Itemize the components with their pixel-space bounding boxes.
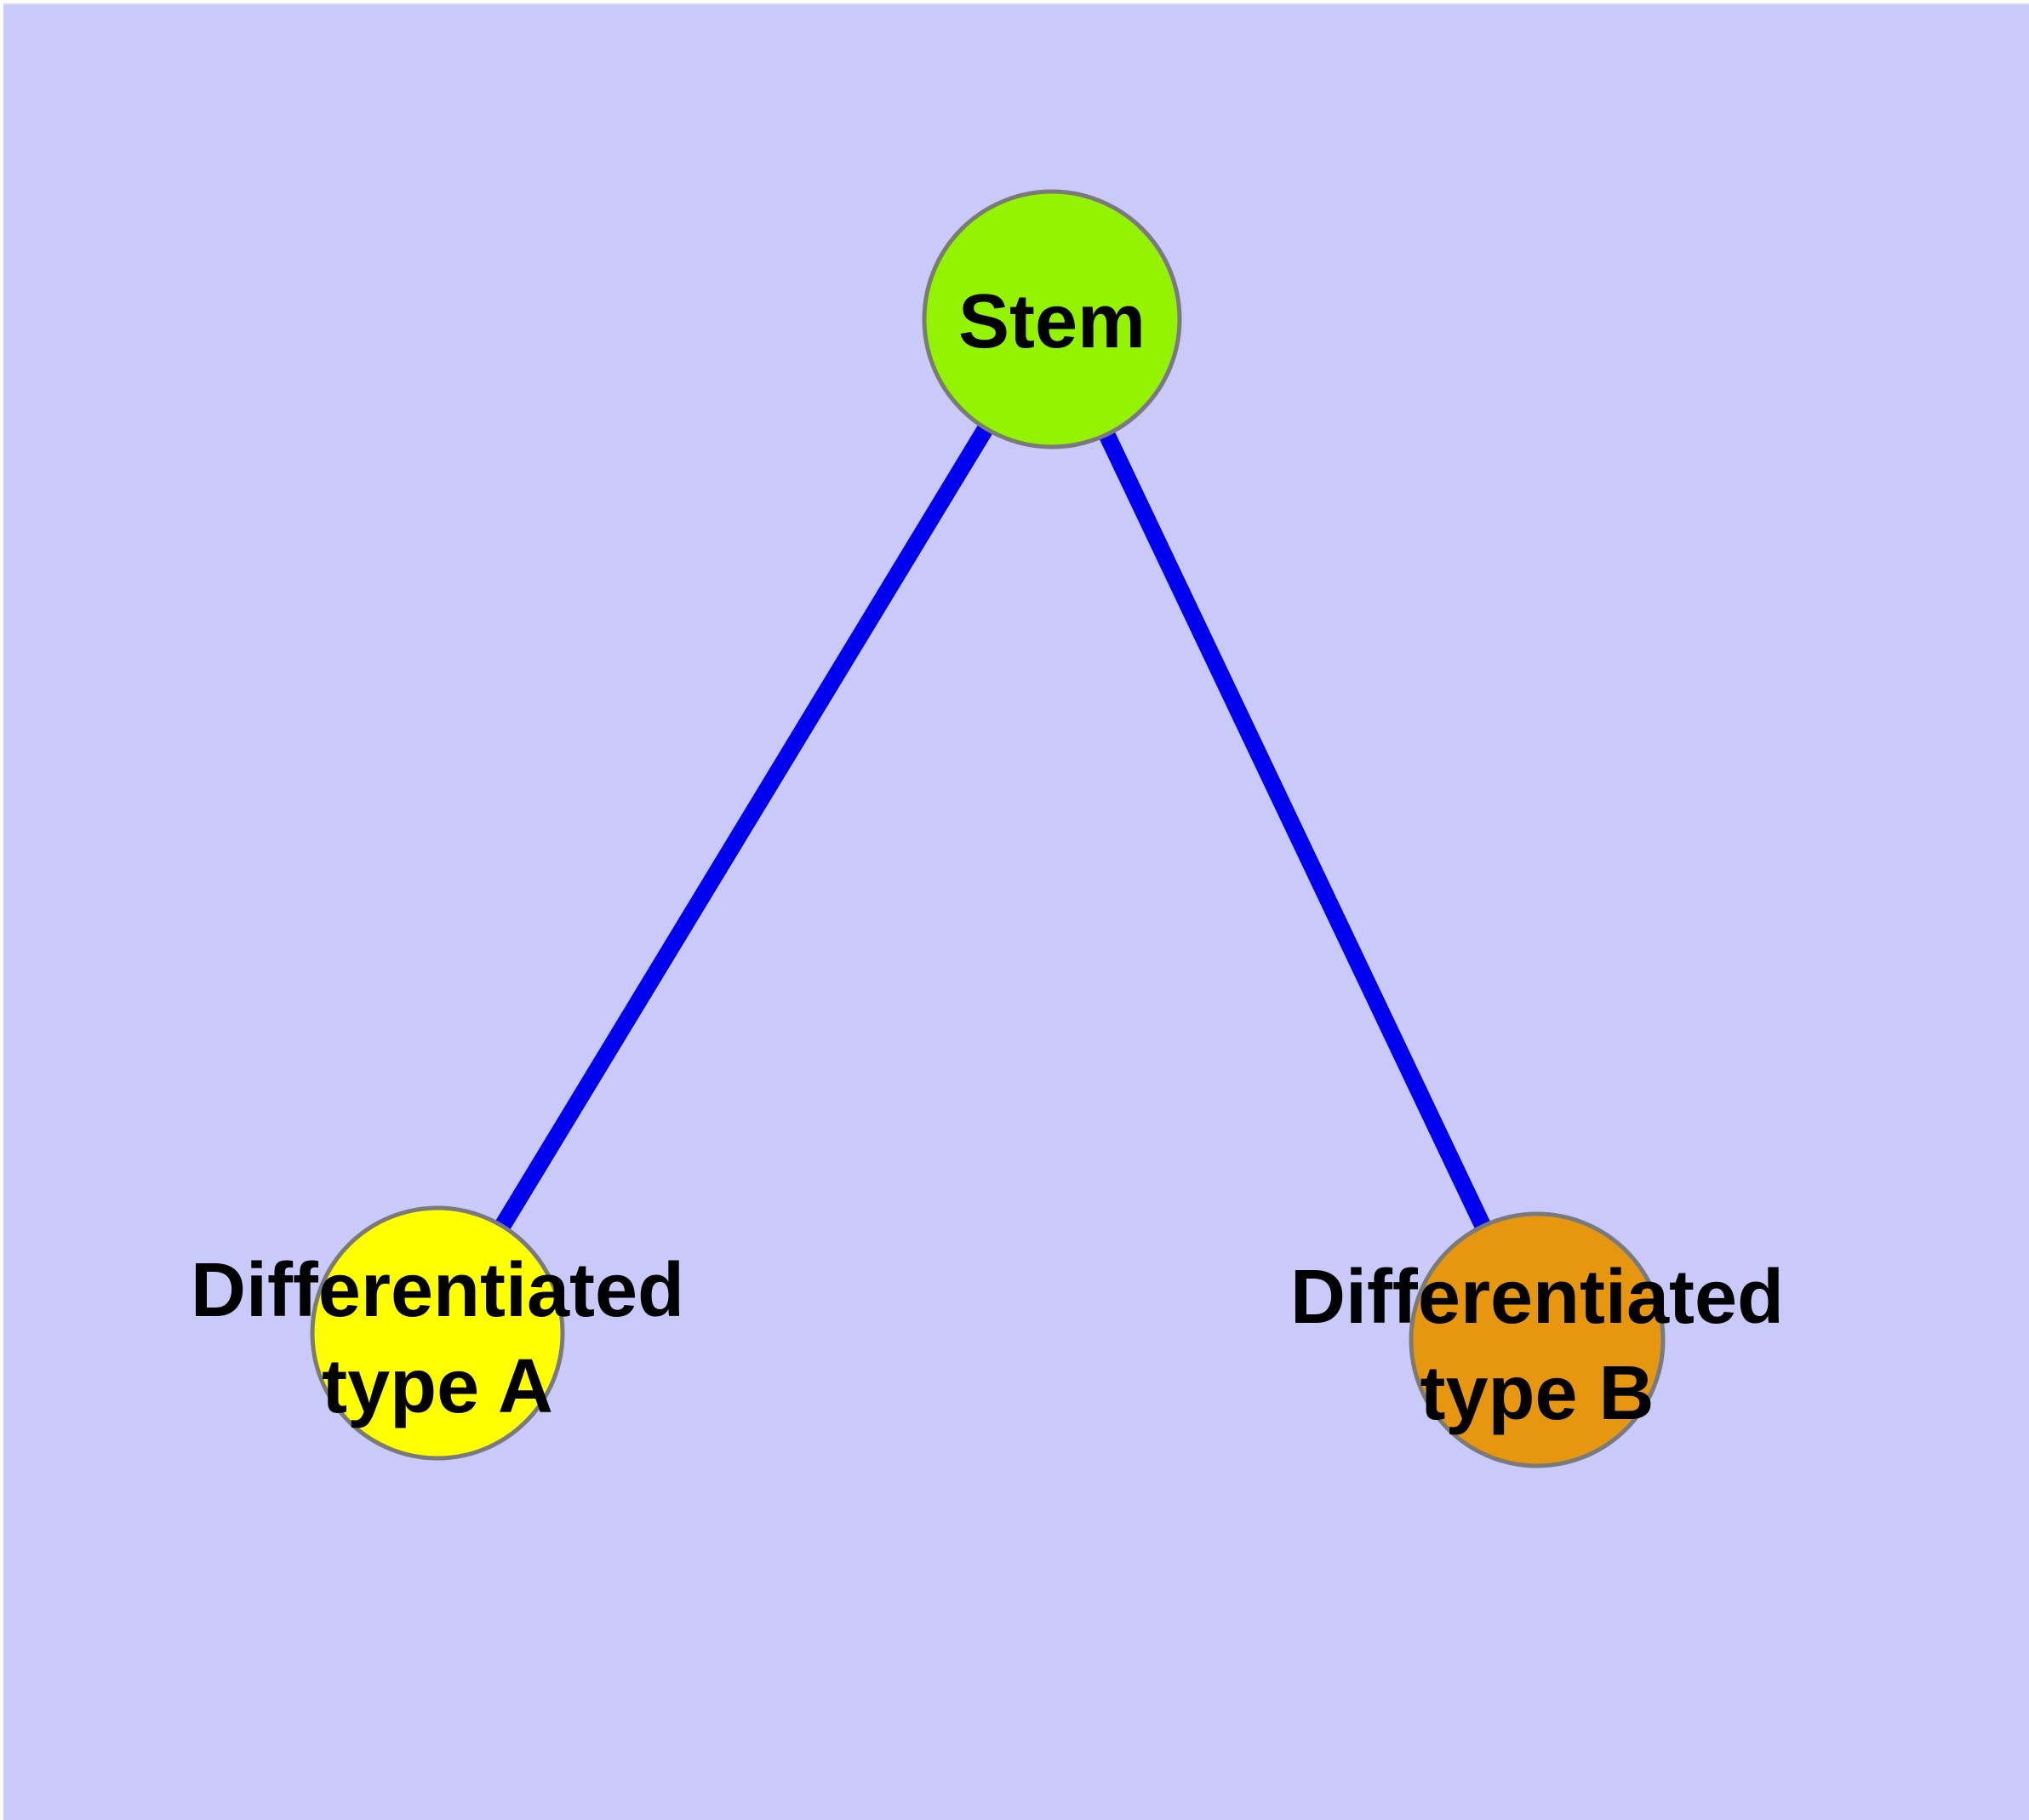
differentiated-type-b-label-line2: type B <box>1420 1351 1654 1436</box>
differentiated-type-a-label-line2: type A <box>322 1344 553 1429</box>
edge-stem-to-type-b <box>1043 315 1546 1344</box>
edge-stem-to-type-a <box>430 314 1060 1338</box>
canvas-edge-shadow-top <box>0 3 2029 5</box>
stem-node-label: Stem <box>958 279 1146 364</box>
differentiated-type-b-label-line1: Differentiated <box>1290 1255 1784 1340</box>
differentiated-type-b-node <box>1409 1211 1666 1468</box>
canvas-edge-highlight-left <box>0 0 3 1820</box>
differentiated-type-a-node <box>310 1205 565 1461</box>
differentiated-type-a-label-line1: Differentiated <box>191 1248 684 1333</box>
canvas-edge-highlight-top <box>0 0 2029 3</box>
stem-node <box>922 189 1182 449</box>
